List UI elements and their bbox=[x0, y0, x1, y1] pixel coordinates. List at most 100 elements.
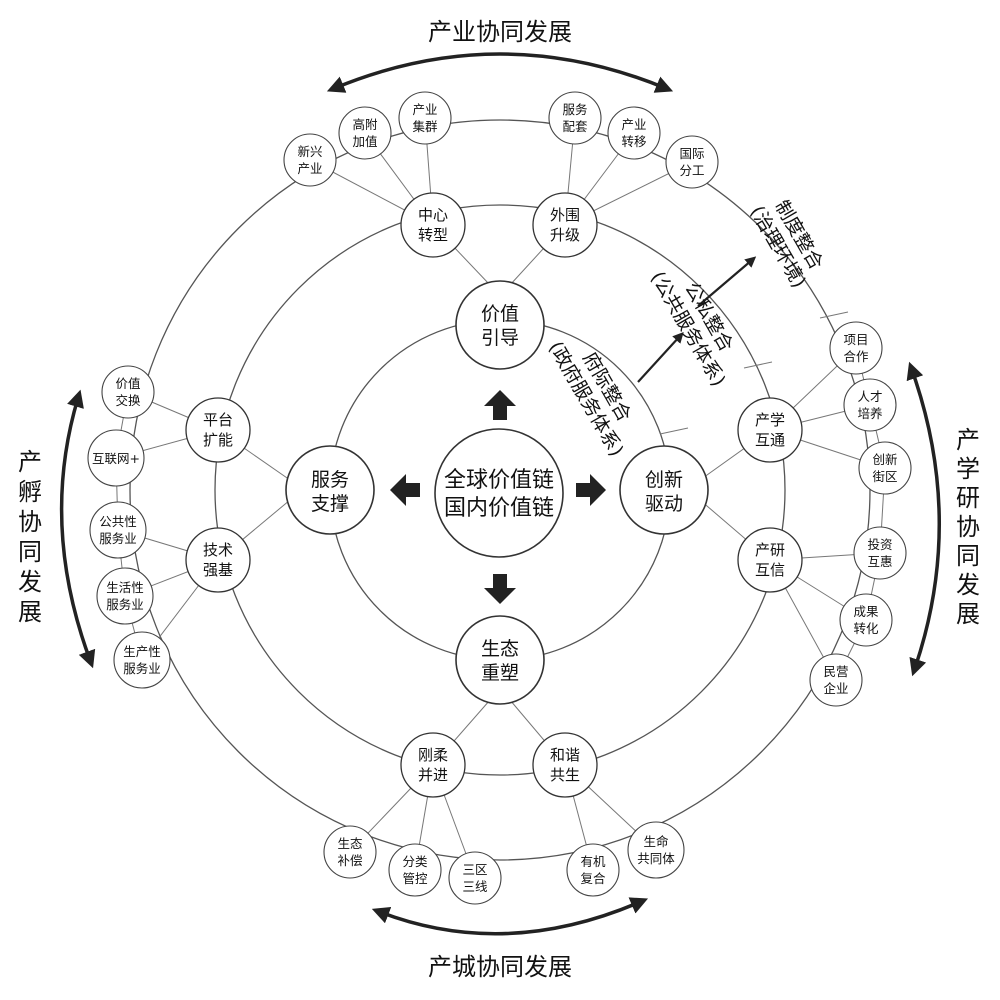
block-arrows bbox=[390, 390, 606, 604]
outer-node-label: 公共性 bbox=[99, 514, 137, 529]
outer-node-organic: 有机 复合 bbox=[566, 843, 620, 897]
outer-node-life-service: 生活性 服务业 bbox=[96, 567, 154, 625]
outer-node-service-support: 服务 配套 bbox=[548, 91, 602, 145]
diagonal-label-institution: 制度整合 (治理环境) bbox=[746, 197, 828, 292]
mid-node-industry-research: 产研 互信 bbox=[737, 527, 803, 593]
mid-node-label: 共生 bbox=[550, 766, 580, 784]
middle-ring bbox=[214, 204, 786, 776]
diagonal-arrows bbox=[637, 256, 757, 383]
mid-node-label: 强基 bbox=[203, 561, 233, 579]
right-label-char: 学 bbox=[956, 455, 980, 483]
arrow-up-icon bbox=[484, 390, 516, 420]
outer-node-label: 配套 bbox=[562, 119, 588, 134]
outer-node-label: 生活性 bbox=[106, 580, 144, 595]
outer-node-label: 新兴 bbox=[297, 144, 322, 159]
top-cycle-arrow bbox=[326, 52, 674, 93]
outer-node-label: 服务业 bbox=[106, 597, 144, 612]
pillar-ecology: 生态 重塑 bbox=[455, 615, 545, 705]
outer-node-project-coop: 项目 合作 bbox=[829, 321, 883, 375]
mid-node-rigid-flexible: 刚柔 并进 bbox=[400, 732, 466, 798]
right-label-char: 同 bbox=[956, 542, 980, 570]
mid-node-periphery-upgrade: 外围 升级 bbox=[532, 192, 598, 258]
outer-node-innovation-district: 创新 街区 bbox=[858, 441, 912, 495]
left-label-char: 同 bbox=[18, 538, 42, 566]
left-label-char: 产 bbox=[18, 448, 42, 476]
outer-node-label: 复合 bbox=[580, 871, 606, 886]
outer-node-label: 合作 bbox=[843, 349, 869, 364]
center-line1: 全球价值链 bbox=[444, 468, 554, 493]
mid-node-label: 刚柔 bbox=[418, 746, 448, 764]
pillar-value-line1: 价值 bbox=[481, 303, 519, 325]
mid-node-label: 升级 bbox=[550, 226, 580, 244]
outer-node-label: 有机 bbox=[580, 854, 606, 869]
outer-node-label: 转化 bbox=[853, 621, 879, 636]
outer-node-label: 加值 bbox=[352, 134, 377, 149]
pillar-innovation-line2: 驱动 bbox=[645, 493, 683, 515]
outer-node-label: 民营 bbox=[823, 664, 848, 679]
outer-node-label: 服务 bbox=[562, 102, 587, 117]
mid-node-label: 平台 bbox=[203, 411, 233, 429]
mid-node-tech-base: 技术 强基 bbox=[185, 527, 251, 593]
outer-node-label: 产业 bbox=[412, 102, 437, 117]
outer-node-label: 互联网+ bbox=[92, 451, 140, 466]
outer-node-label: 共同体 bbox=[637, 851, 675, 866]
outer-node-label: 服务业 bbox=[123, 661, 161, 676]
mid-node-industry-academia: 产学 互通 bbox=[737, 397, 803, 463]
mid-node-harmony: 和谐 共生 bbox=[532, 732, 598, 798]
outer-ring bbox=[129, 119, 871, 861]
left-label-char: 展 bbox=[18, 598, 42, 626]
outer-node-three-zones: 三区 三线 bbox=[448, 851, 502, 905]
mid-node-label: 互信 bbox=[755, 561, 785, 579]
outer-node-label: 成果 bbox=[853, 604, 879, 619]
right-label-char: 展 bbox=[956, 600, 980, 628]
diagonal-label-intergov: 府际整合 (政府服务体系) bbox=[544, 338, 635, 461]
outer-node-transfer: 产业 转移 bbox=[607, 106, 661, 160]
pillar-innovation-line1: 创新 bbox=[645, 469, 683, 491]
tick-mark bbox=[819, 311, 849, 319]
outer-node-label: 人才 bbox=[857, 389, 882, 404]
tick-mark bbox=[659, 427, 689, 435]
outer-node-label: 生命 bbox=[643, 834, 669, 849]
mid-node-label: 和谐 bbox=[550, 746, 580, 764]
arrow-to-institution bbox=[697, 256, 757, 307]
outer-node-zoning: 分类 管控 bbox=[388, 843, 442, 897]
tick-mark bbox=[743, 361, 773, 369]
outer-node-public-service: 公共性 服务业 bbox=[89, 501, 147, 559]
pillar-innovation: 创新 驱动 bbox=[619, 445, 709, 535]
outer-node-label: 补偿 bbox=[337, 853, 362, 868]
outer-node-emerging: 新兴 产业 bbox=[283, 133, 337, 187]
right-cycle-arrow bbox=[906, 361, 941, 677]
mid-node-center-transform: 中心 转型 bbox=[400, 192, 466, 258]
outer-node-label: 分类 bbox=[402, 854, 428, 869]
right-label: 产 学 研 协 同 发 展 bbox=[956, 426, 980, 628]
outer-node-label: 项目 bbox=[843, 332, 868, 347]
outer-node-label: 街区 bbox=[872, 469, 897, 484]
arrow-down-icon bbox=[484, 574, 516, 604]
outer-node-label: 生态 bbox=[337, 836, 362, 851]
pillar-ecology-line1: 生态 bbox=[481, 638, 519, 660]
outer-node-label: 集群 bbox=[412, 119, 438, 134]
center-line2: 国内价值链 bbox=[444, 496, 554, 521]
left-label-char: 协 bbox=[18, 508, 42, 536]
outer-node-label: 产业 bbox=[297, 161, 322, 176]
outer-node-talent: 人才 培养 bbox=[843, 378, 897, 432]
arrow-to-public-private bbox=[637, 331, 684, 383]
top-label: 产业协同发展 bbox=[428, 18, 572, 46]
mid-node-label: 产研 bbox=[755, 541, 785, 559]
outer-node-label: 投资 bbox=[867, 537, 892, 552]
outer-node-label: 互惠 bbox=[867, 554, 892, 569]
outer-node-value-exchange: 价值 交换 bbox=[101, 365, 155, 419]
outer-node-label: 服务业 bbox=[99, 531, 137, 546]
mid-node-platform-enable: 平台 扩能 bbox=[185, 397, 251, 463]
pillar-service: 服务 支撑 bbox=[285, 445, 375, 535]
outer-node-label: 交换 bbox=[115, 393, 141, 408]
left-cycle-arrow bbox=[59, 389, 96, 669]
mid-node-label: 并进 bbox=[418, 766, 448, 784]
pillar-service-line2: 支撑 bbox=[311, 493, 349, 515]
outer-node-label: 三区 bbox=[462, 862, 487, 877]
outer-node-label: 产业 bbox=[621, 117, 646, 132]
outer-node-private-enterprise: 民营 企业 bbox=[809, 653, 863, 707]
arrow-left-icon bbox=[390, 474, 420, 506]
